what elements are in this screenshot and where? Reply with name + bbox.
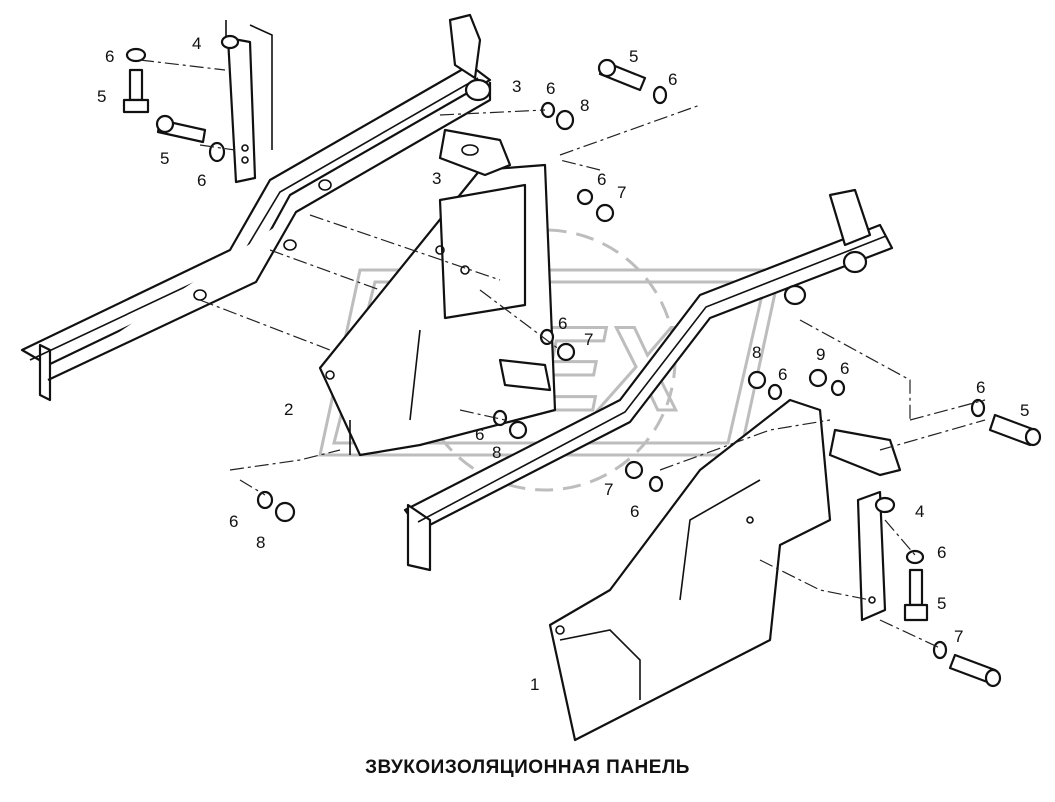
callout-7-b: 7 [584, 330, 593, 349]
callout-6-d: 6 [668, 70, 677, 89]
callout-6-i: 6 [630, 502, 639, 521]
callout-6-g: 6 [475, 425, 484, 444]
callout-5-c: 5 [629, 47, 638, 66]
left-frame-rail [20, 13, 492, 402]
callout-5-a: 5 [97, 87, 106, 106]
callout-6-k: 6 [840, 359, 849, 378]
callout-8-d: 9 [816, 345, 825, 364]
callout-8-a: 8 [580, 96, 589, 115]
bracket-part-3 [438, 128, 512, 177]
callout-6-l: 6 [976, 378, 985, 397]
right-frame-rail [403, 188, 894, 572]
callout-6-f: 6 [558, 314, 567, 333]
callout-5-d: 5 [1020, 401, 1029, 420]
bracket-part-4-left [220, 20, 273, 184]
fasteners [122, 47, 1042, 688]
callout-6-m: 6 [937, 543, 946, 562]
callout-2: 2 [284, 400, 293, 419]
bracket-plate-part-2 [318, 163, 557, 457]
callout-4-b: 4 [915, 502, 924, 521]
callout-labels: 1 2 3 3 4 4 5 5 5 5 5 6 6 6 6 6 6 6 6 6 … [97, 34, 1029, 694]
callout-6-a: 6 [105, 47, 114, 66]
sound-insulation-panel-part-1 [548, 398, 832, 742]
callout-6-b: 6 [197, 171, 206, 190]
callout-3-a: 3 [512, 77, 521, 96]
callout-6-n: 7 [954, 627, 963, 646]
callout-5-e: 5 [937, 594, 946, 613]
callout-6-e: 6 [597, 170, 606, 189]
callout-7-a: 7 [617, 183, 626, 202]
callout-6-h: 6 [229, 512, 238, 531]
callout-7-d: 8 [752, 343, 761, 362]
bracket-part-4-right [856, 490, 896, 622]
diagram-caption: ЗВУКОИЗОЛЯЦИОННАЯ ПАНЕЛЬ [365, 757, 690, 778]
callout-6-j: 6 [778, 365, 787, 384]
callout-1: 1 [530, 675, 539, 694]
assembly-lines [139, 59, 986, 649]
callout-8-c: 8 [256, 533, 265, 552]
bracket-part-3-right [828, 428, 902, 477]
bracket-part-9 [498, 358, 552, 392]
callout-5-b: 5 [160, 149, 169, 168]
callout-6-c: 6 [546, 79, 555, 98]
callout-7-c: 7 [604, 480, 613, 499]
callout-3-b: 3 [432, 169, 441, 188]
callout-8-b: 8 [492, 443, 501, 462]
callout-4-a: 4 [192, 34, 201, 53]
